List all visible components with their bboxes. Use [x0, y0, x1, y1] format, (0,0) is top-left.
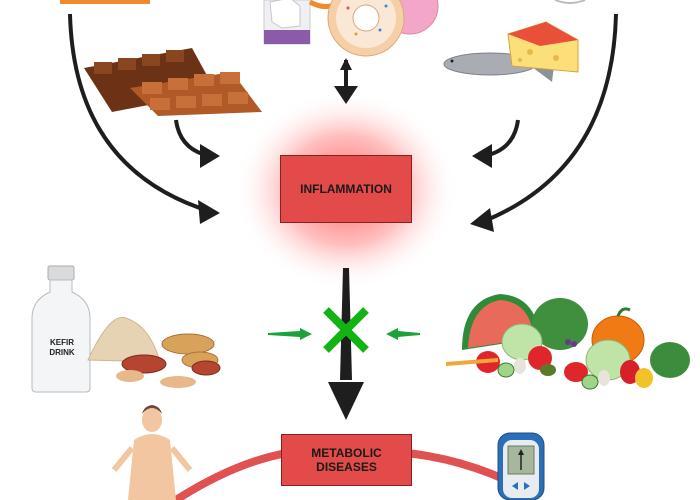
arrowhead-far-right — [470, 208, 494, 232]
green-arrow-left — [268, 328, 312, 340]
metabolic-diseases-box: METABOLIC DISEASES — [281, 434, 412, 486]
kefir-label-line1: KEFIR — [50, 338, 74, 347]
oats-image — [87, 316, 161, 363]
kefir-label-line2: DRINK — [49, 348, 75, 357]
obesity-person-image — [111, 405, 193, 500]
fruits-vegetables-image — [446, 294, 690, 390]
sugar-image — [263, 0, 337, 45]
arrow-far-left — [68, 13, 213, 214]
green-arrow-right — [386, 328, 420, 340]
cheese-image — [507, 21, 579, 73]
inflammation-label: INFLAMMATION — [300, 182, 392, 196]
arrows-to-inflammation — [68, 13, 618, 232]
donuts-image — [327, 0, 439, 57]
arrowhead-far-left — [198, 200, 220, 224]
block-x-icon — [323, 307, 369, 353]
chocolate-image — [84, 48, 262, 116]
glucose-meter-image — [497, 432, 545, 500]
arrow-far-right — [481, 13, 618, 224]
metabolic-diseases-label-line1: METABOLIC — [311, 446, 382, 460]
fast-food-image — [60, 0, 150, 4]
arrowhead-left-chocolate — [200, 144, 220, 168]
kefir-bottle-image — [31, 265, 91, 393]
arrowtail-top-center — [340, 58, 352, 70]
arrow-inflammation-to-metabolic — [328, 268, 364, 420]
arrowhead-top-center — [334, 86, 358, 104]
metabolic-diseases-label-line2: DISEASES — [316, 460, 377, 474]
green-arrows — [268, 328, 420, 340]
arrowhead-right-fish — [472, 144, 492, 168]
inflammation-box: INFLAMMATION — [280, 155, 412, 223]
kefir-label: KEFIR DRINK — [40, 338, 84, 358]
peanuts-image — [116, 333, 221, 388]
milk-image — [554, 0, 586, 4]
